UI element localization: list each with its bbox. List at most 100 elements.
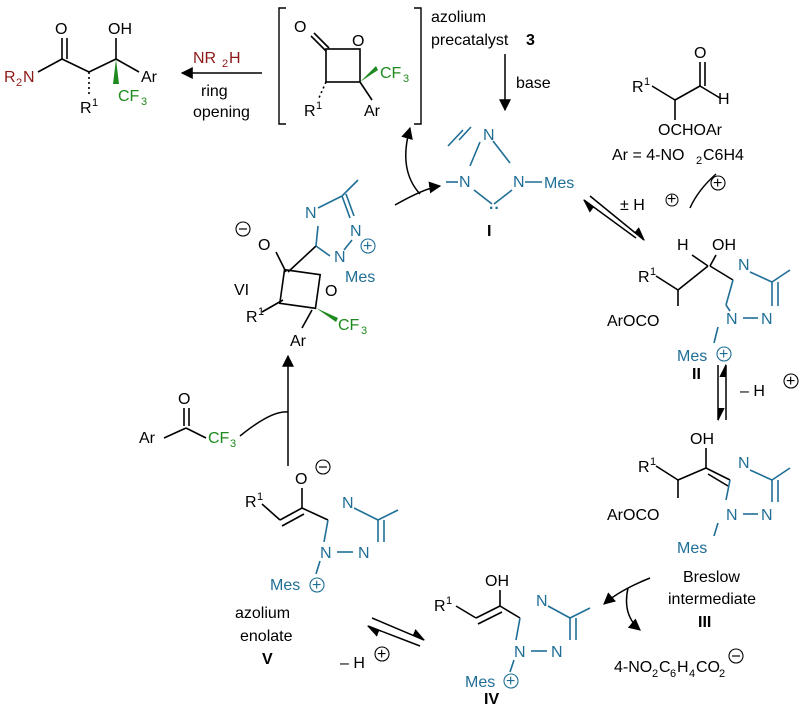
- amide-r1-sup: 1: [92, 97, 98, 109]
- ar-definition-sub: 2: [696, 155, 702, 167]
- plus-minus-h: ± H: [620, 197, 645, 214]
- aldehyde-o: O: [694, 45, 706, 62]
- plus-charge-top: +: [713, 175, 722, 192]
- lg-sub3: 4: [689, 668, 695, 680]
- ii-arocco: ArOCO: [607, 313, 659, 330]
- v-o: O: [295, 471, 307, 488]
- vi-mes: Mes: [345, 269, 375, 286]
- v-plus: +: [312, 577, 321, 594]
- aldehyde-substrate: R 1 O H OCHOAr Ar = 4-NO 2 C6H4: [612, 45, 744, 167]
- nr2h-nr: NR: [193, 50, 216, 67]
- carbene-label: I: [487, 223, 491, 240]
- carbene-I: N N Mes N ·· I: [446, 126, 574, 240]
- aldehyde-r1-sup: 1: [644, 76, 650, 88]
- ring-opening-line2: opening: [193, 104, 250, 121]
- lg-sub4: 2: [719, 668, 725, 680]
- precatalyst-line1: azolium: [431, 9, 486, 26]
- ii-n-right: N: [761, 311, 773, 328]
- v-mes: Mes: [270, 577, 300, 594]
- lactone-ar: Ar: [364, 103, 381, 120]
- ring-opening-step: NR 2 H ring opening: [180, 50, 262, 121]
- vi-r1: R: [246, 309, 258, 326]
- vi-ar: Ar: [290, 333, 307, 350]
- iv-n-top: N: [536, 593, 548, 610]
- carbene-n-right: N: [513, 174, 525, 191]
- amide-ar: Ar: [141, 69, 158, 86]
- ii-mes: Mes: [677, 348, 707, 365]
- minus-h-right: – H: [740, 383, 765, 400]
- ar-definition-tail: C6H4: [703, 147, 744, 164]
- cycle-arrow-to-lactone: [401, 126, 421, 195]
- iii-r1-sup: 1: [650, 456, 656, 468]
- vi-plus: +: [363, 238, 372, 255]
- iii-n-top: N: [738, 455, 750, 472]
- nr2h-sub: 2: [222, 58, 228, 70]
- nr2h-h: H: [229, 50, 241, 67]
- vi-ring-o: O: [325, 283, 337, 300]
- precatalyst-activation: azolium precatalyst 3 base: [431, 9, 551, 112]
- azolium-enolate-V: O R 1 N N N Mes + azolium enolate V: [235, 459, 399, 668]
- plus-charge-right: +: [786, 373, 795, 390]
- carboxylate-leaving-group: 4-NO 2 C 6 H 4 CO 2: [603, 577, 744, 680]
- v-n-top: N: [342, 495, 354, 512]
- lactone-carbonyl-o: O: [294, 19, 306, 36]
- lg-sub2: 6: [670, 668, 676, 680]
- equilibrium-IV-V: – H +: [340, 617, 426, 672]
- vi-n-bottom: N: [334, 249, 346, 266]
- amide-r2n-n: N: [23, 69, 35, 86]
- enolate-line1: azolium: [235, 605, 290, 622]
- cycle-arrow-top: [394, 181, 442, 206]
- vi-cf3: CF: [338, 317, 360, 334]
- v-n-bottom: N: [320, 545, 332, 562]
- vi-cf3-sub: 3: [361, 325, 367, 337]
- minus-h-bottom: – H: [340, 655, 365, 672]
- carbene-n-left: N: [459, 174, 471, 191]
- lg-h: H: [677, 659, 689, 676]
- ring-opening-line1: ring: [201, 83, 228, 100]
- carbene-n-top: N: [483, 127, 495, 144]
- iii-arocco: ArOCO: [607, 507, 659, 524]
- iv-n-bottom: N: [514, 644, 526, 661]
- plus-charge-h: +: [667, 191, 676, 208]
- iv-plus: +: [506, 673, 515, 690]
- iii-n-bottom: N: [726, 507, 738, 524]
- iii-r1: R: [638, 459, 650, 476]
- lg-mid: C: [659, 659, 671, 676]
- lactone-r1-sup: 1: [316, 100, 322, 112]
- iii-label: III: [698, 614, 711, 631]
- iv-oh: OH: [485, 573, 509, 590]
- lactone-cf3-sub: 3: [403, 73, 409, 85]
- breslow-intermediate-III: OH R 1 ArOCO N N N Mes Breslow intermedi…: [607, 431, 791, 631]
- ii-plus: +: [719, 346, 728, 363]
- iv-r1: R: [434, 598, 446, 615]
- ii-r1: R: [638, 269, 650, 286]
- beta-lactone: O O R 1 CF 3 Ar: [278, 7, 422, 125]
- aldehyde-h: H: [718, 91, 730, 108]
- carbene-mes: Mes: [544, 175, 574, 192]
- intermediate-IV: OH R 1 N N N Mes + IV: [434, 573, 591, 707]
- aldehyde-substituent: OCHOAr: [658, 122, 723, 139]
- amide-oh: OH: [108, 21, 132, 38]
- breslow-line1: Breslow: [683, 569, 740, 586]
- carbene-lone-pair: ··: [489, 200, 500, 217]
- product-amide: R 2 N O R 1 OH Ar CF 3: [4, 21, 158, 117]
- iii-mes: Mes: [677, 540, 707, 557]
- trifluoromethyl-ketone: O Ar CF 3: [139, 391, 236, 450]
- iii-n-right: N: [761, 507, 773, 524]
- lactone-ring-o: O: [352, 33, 364, 50]
- vi-n-top: N: [305, 205, 317, 222]
- amide-r2n-r: R: [4, 69, 16, 86]
- breslow-line2: intermediate: [668, 591, 756, 608]
- ii-n-top: N: [738, 257, 750, 274]
- precatalyst-line2: precatalyst: [431, 32, 509, 49]
- lg-sub1: 2: [652, 668, 658, 680]
- lg-text: 4-NO: [614, 659, 652, 676]
- amide-r1: R: [80, 100, 92, 117]
- iv-mes: Mes: [465, 674, 495, 691]
- v-label: V: [262, 651, 273, 668]
- iii-oh: OH: [690, 431, 714, 448]
- ketone-cf3: CF: [208, 430, 230, 447]
- ketone-join-arrow: [239, 411, 289, 437]
- ii-oh: OH: [712, 237, 736, 254]
